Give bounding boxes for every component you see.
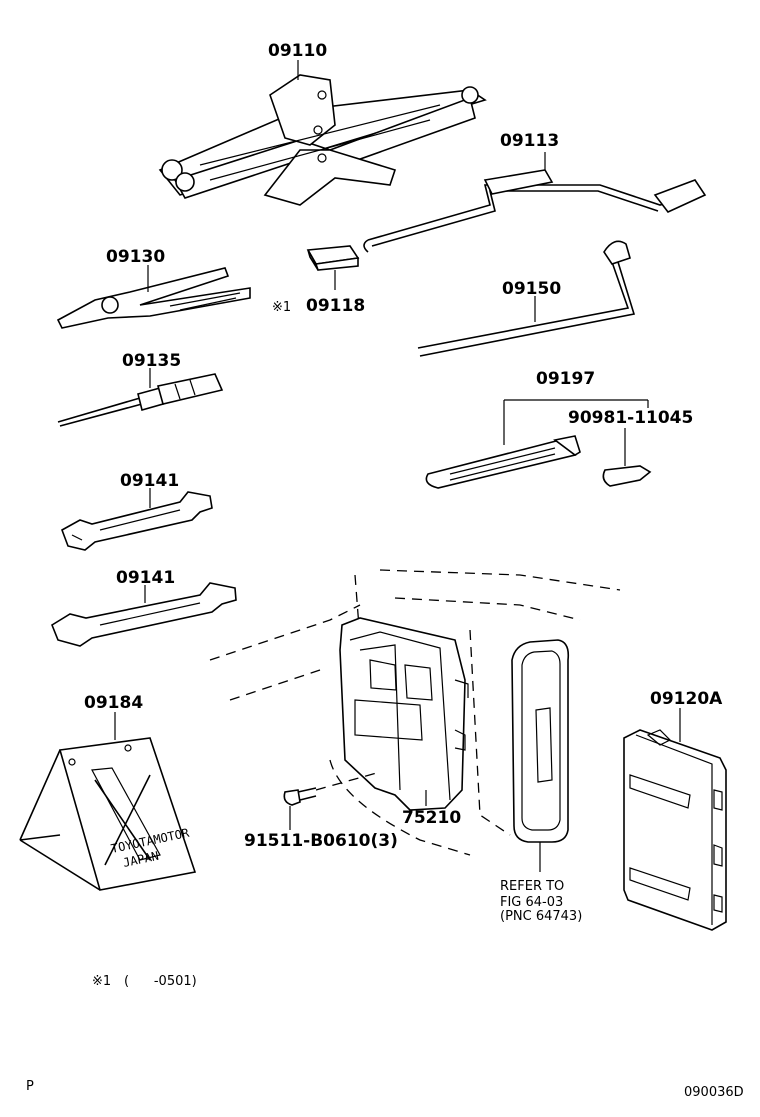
label-09184: 09184	[84, 693, 143, 713]
wrench-b-drawing	[51, 582, 237, 647]
label-09120a: 09120A	[650, 689, 723, 709]
refer-line2: FIG 64-03	[500, 895, 563, 910]
label-75210: 75210	[402, 808, 461, 828]
label-09135: 09135	[122, 351, 181, 371]
label-09110: 09110	[268, 41, 327, 61]
wrench-a-drawing	[61, 491, 213, 551]
label-09141-b: 09141	[116, 568, 175, 588]
footer-figure-id: 090036D	[684, 1085, 744, 1100]
refer-line3: (PNC 64743)	[500, 909, 582, 924]
bar-drawing	[417, 240, 636, 357]
label-09197: 09197	[536, 369, 595, 389]
label-09141-a: 09141	[120, 471, 179, 491]
label-90981-11045: 90981-11045	[568, 408, 693, 428]
screw-drawing	[283, 771, 381, 806]
jack-drawing	[158, 74, 487, 206]
cap-drawing	[306, 245, 360, 271]
tool-bag-drawing	[623, 729, 727, 931]
label-09118: 09118	[306, 296, 365, 316]
footer-left-code: P	[26, 1079, 34, 1094]
cap-note-mark: ※1	[272, 300, 291, 315]
bracket-drawing	[339, 617, 469, 811]
footnote-mark: ※1	[92, 974, 111, 989]
handle-drawing	[363, 169, 707, 253]
tool-set-bracket	[503, 399, 649, 466]
label-91511-b0610: 91511-B0610(3)	[244, 831, 398, 851]
tool-set-drawing	[425, 435, 652, 489]
refer-panel-drawing	[511, 639, 570, 843]
triangle-drawing	[19, 737, 197, 891]
label-09113: 09113	[500, 131, 559, 151]
refer-line1: REFER TO	[500, 879, 564, 894]
label-09150: 09150	[502, 279, 561, 299]
pliers-drawing	[56, 267, 251, 329]
screwdriver-drawing	[57, 373, 224, 427]
footnote-range: ( -0501)	[124, 974, 197, 989]
label-09130: 09130	[106, 247, 165, 267]
